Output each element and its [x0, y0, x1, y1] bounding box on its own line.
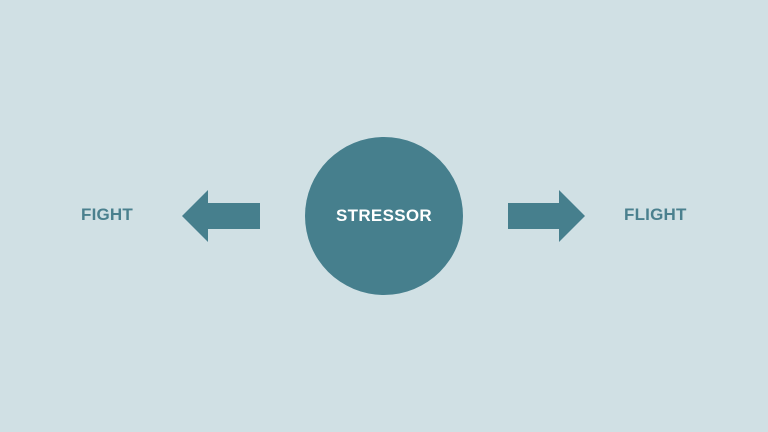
fight-label: FIGHT — [81, 205, 133, 224]
stressor-circle: STRESSOR — [305, 137, 463, 295]
flight-label: FLIGHT — [624, 205, 687, 224]
stressor-label: STRESSOR — [336, 206, 432, 225]
arrow-right-icon — [508, 190, 585, 242]
arrow-left-icon — [182, 190, 260, 242]
